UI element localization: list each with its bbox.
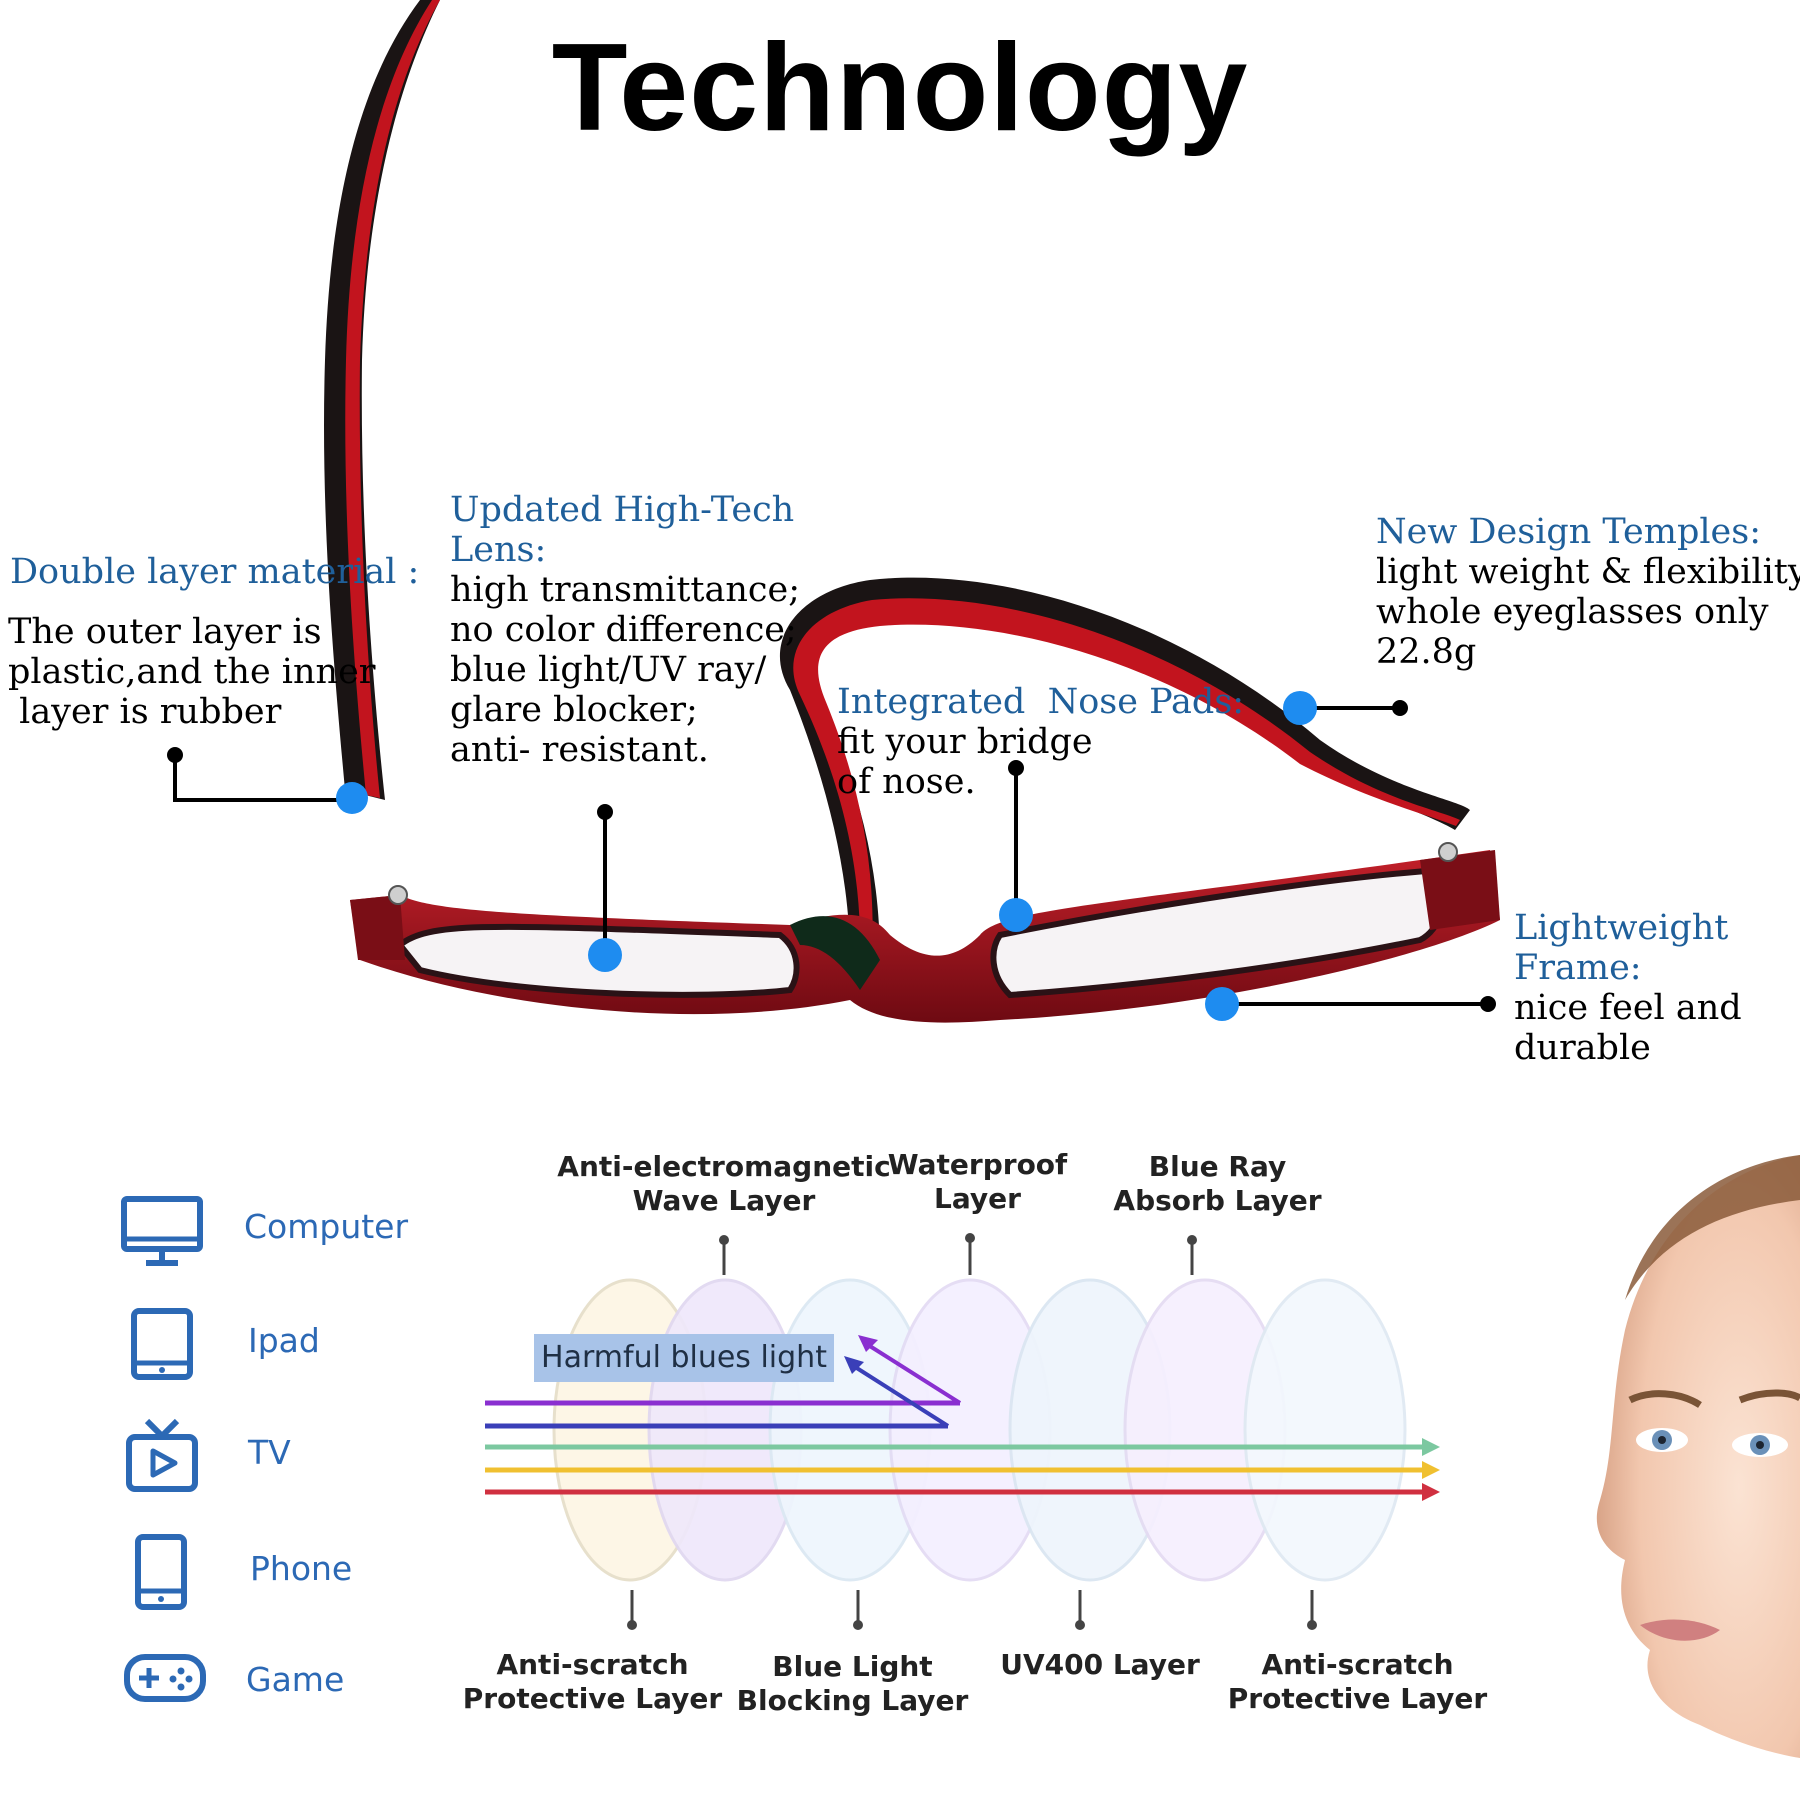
callout-line: The outer layer is (8, 612, 322, 652)
layer-label-blue-light-blocking: Blue Light Blocking Layer (735, 1650, 970, 1718)
harmful-blue-light-label: Harmful blues light (534, 1334, 834, 1382)
gamepad-icon (123, 1653, 208, 1703)
layer-label-line: UV400 Layer (1000, 1648, 1200, 1681)
harmful-blue-light-text: Harmful blues light (541, 1340, 827, 1375)
light-rays (485, 1335, 1440, 1501)
use-label-game: Game (246, 1660, 345, 1699)
phone-icon (134, 1533, 189, 1613)
layer-label-line: Waterproof (887, 1148, 1068, 1181)
layer-label-line: Layer (934, 1182, 1021, 1215)
callout-line: plastic,and the inner (8, 652, 376, 692)
callout-line: layer is rubber (8, 692, 282, 732)
callout-lens: Updated High-Tech Lens: high transmittan… (450, 490, 800, 770)
layer-label-anti-scratch-right: Anti-scratch Protective Layer (1220, 1648, 1495, 1716)
callout-line: Updated High-Tech (450, 490, 795, 530)
layer-label-line: Blocking Layer (736, 1684, 969, 1717)
callout-nose-pads: Integrated Nose Pads: fit your bridge of… (837, 682, 1244, 802)
callout-leaders (167, 691, 1496, 1021)
callout-line: no color difference; (450, 610, 797, 650)
layer-label-line: Protective Layer (462, 1682, 723, 1715)
tv-icon (125, 1417, 200, 1495)
callout-temples: New Design Temples: light weight & flexi… (1376, 512, 1800, 672)
layer-label-line: Absorb Layer (1113, 1184, 1322, 1217)
callout-line: Lightweight (1514, 908, 1729, 948)
layer-label-line: Protective Layer (1227, 1682, 1488, 1715)
layer-label-line: Wave Layer (632, 1184, 816, 1217)
callout-lens-heading: Updated High-Tech Lens: (450, 490, 800, 570)
layer-label-line: Anti-scratch (1261, 1648, 1454, 1681)
callout-double-layer-text: The outer layer is plastic,and the inner… (8, 612, 376, 732)
callout-line: Lens: (450, 530, 547, 570)
layer-ticks (627, 1233, 1317, 1630)
callout-line: fit your bridge (837, 722, 1093, 762)
layer-label-line: Anti-electromagnetic (557, 1150, 891, 1183)
use-label-tv: TV (248, 1433, 291, 1472)
layer-label-line: Blue Ray (1148, 1150, 1287, 1183)
callout-line: anti- resistant. (450, 730, 709, 770)
callout-line: blue light/UV ray/ (450, 650, 767, 690)
callout-line: light weight & flexibility, (1376, 552, 1800, 592)
layer-label-waterproof: Waterproof Layer (870, 1148, 1085, 1216)
layer-label-line: Anti-scratch (496, 1648, 689, 1681)
callout-line: nice feel and (1514, 988, 1742, 1028)
layer-label-blue-ray-absorb: Blue Ray Absorb Layer (1100, 1150, 1335, 1218)
layer-label-anti-electromagnetic: Anti-electromagnetic Wave Layer (534, 1150, 914, 1218)
callout-line: 22.8g (1376, 632, 1477, 672)
layer-label-line: Blue Light (772, 1650, 933, 1683)
callout-double-layer-heading: Double layer material : (10, 552, 420, 592)
page-title: Technology (551, 19, 1249, 157)
callout-line: whole eyeglasses only (1376, 592, 1769, 632)
callout-frame-heading: Lightweight Frame: (1514, 908, 1742, 988)
layer-label-anti-scratch-left: Anti-scratch Protective Layer (460, 1648, 725, 1716)
tablet-icon (130, 1307, 195, 1382)
callout-lens-text: high transmittance; no color difference;… (450, 570, 800, 770)
front-frame (350, 842, 1500, 1023)
callout-line: durable (1514, 1028, 1651, 1068)
callout-temples-heading: New Design Temples: (1376, 512, 1762, 552)
layer-label-uv400: UV400 Layer (995, 1648, 1205, 1682)
callout-frame-text: nice feel and durable (1514, 988, 1742, 1068)
callout-line: glare blocker; (450, 690, 698, 730)
callout-line: high transmittance; (450, 570, 800, 610)
use-label-phone: Phone (250, 1549, 353, 1588)
callout-line: of nose. (837, 762, 976, 802)
callout-nose-pads-heading: Integrated Nose Pads: (837, 682, 1245, 722)
callout-temples-text: light weight & flexibility, whole eyegla… (1376, 552, 1800, 672)
callout-line: Frame: (1514, 948, 1642, 988)
lens-layer-discs (552, 1278, 1407, 1582)
left-temple (324, 0, 440, 800)
woman-face (1596, 1155, 1800, 1758)
callout-frame: Lightweight Frame: nice feel and durable (1514, 908, 1742, 1068)
use-label-computer: Computer (244, 1207, 409, 1246)
use-label-ipad: Ipad (248, 1321, 320, 1360)
callout-nose-pads-text: fit your bridge of nose. (837, 722, 1244, 802)
computer-icon (120, 1195, 205, 1270)
